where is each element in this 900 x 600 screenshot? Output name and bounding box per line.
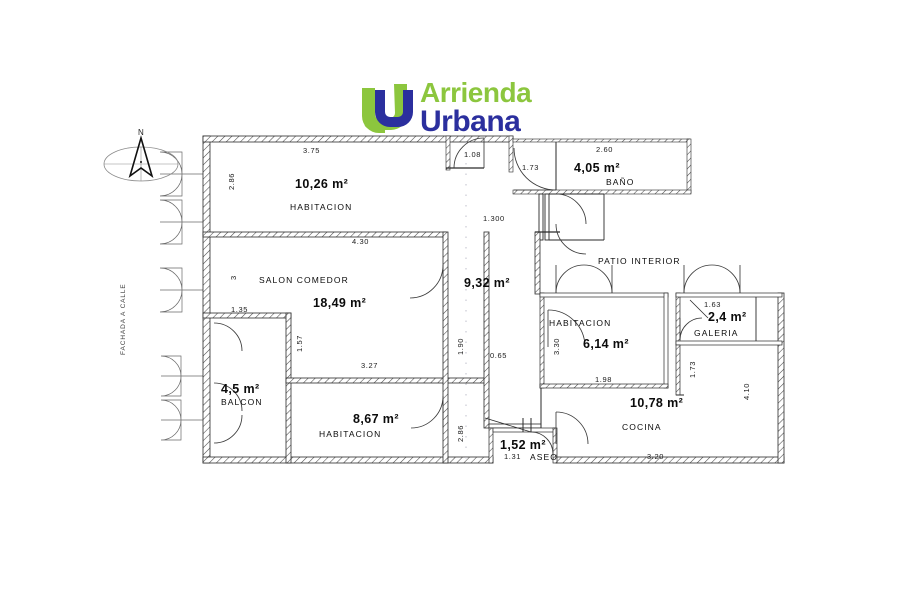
dim-hab3-left: 3.30 [552,338,561,355]
area-balcon: 4,5 m² [221,382,260,396]
room-name-salon-comedor: SALON COMEDOR [259,275,349,285]
dim-galeria-left: 1.73 [688,361,697,378]
dim-galeria-top: 1.63 [704,300,721,309]
dimension-ticks [484,299,709,433]
area-aseo: 1,52 m² [500,438,546,452]
door-swing-arcs-icon [213,137,741,455]
dim-hab2-right: 2.86 [456,425,465,442]
dim-hab3-bottom: 1.98 [595,375,612,384]
room-name-cocina: COCINA [622,422,662,432]
dim-balcon-right: 1.57 [295,335,304,352]
dim-salon-bottom-left: 1.35 [231,305,248,314]
dim-bano-left: 1.73 [522,163,539,172]
compass-north-label: N [138,128,145,137]
dim-nook-top: 1.08 [464,150,481,159]
dim-hab1-top: 3.75 [303,146,320,155]
dim-salon-left: 3 [229,275,238,280]
facade-label: FACHADA A CALLE [120,283,127,355]
brand-logo: Arrienda Urbana [358,78,608,140]
compass-rose-icon [103,135,179,182]
room-name-balcon: BALCON [221,397,263,407]
area-pasillo: 9,32 m² [464,276,510,290]
room-name-habitacion-3: HABITACION [549,318,612,328]
dim-pasillo-right: 1.90 [456,338,465,355]
area-cocina: 10,78 m² [630,396,684,410]
dim-hab2-top: 3.27 [361,361,378,370]
dim-cocina-bottom: 3.20 [647,452,664,461]
area-salon-comedor: 18,49 m² [313,296,367,310]
room-name-galeria: GALERIA [694,328,739,338]
area-habitacion-1: 10,26 m² [295,177,349,191]
room-name-aseo: ASEO [530,452,559,462]
room-name-patio-interior: PATIO INTERIOR [598,256,681,266]
facade-window-shutters-icon [159,151,206,441]
room-name-habitacion-1: HABITACION [290,202,353,212]
dim-bano-top: 2.60 [596,145,613,154]
dim-cocina-right: 4.10 [742,383,751,400]
dim-hab1-left: 2.86 [227,173,236,190]
room-name-habitacion-2: HABITACION [319,429,382,439]
area-habitacion-3: 6,14 m² [583,337,629,351]
dim-pasillo-top: 1.300 [483,214,505,223]
area-galeria: 2,4 m² [708,310,747,324]
brand-wordmark: Arrienda Urbana [420,78,610,138]
plan-walls [202,135,785,464]
room-name-bano: BAÑO [606,177,635,187]
dim-salon-top: 4.30 [352,237,369,246]
area-bano: 4,05 m² [574,161,620,175]
area-habitacion-2: 8,67 m² [353,412,399,426]
brand-line-urbana: Urbana [420,105,521,138]
dim-pasillo-width: 0.65 [490,351,507,360]
brand-line-arrienda: Arrienda [420,77,532,108]
dim-aseo-width: 1.31 [504,452,521,461]
arrienda-urbana-logomark-icon [358,80,414,136]
